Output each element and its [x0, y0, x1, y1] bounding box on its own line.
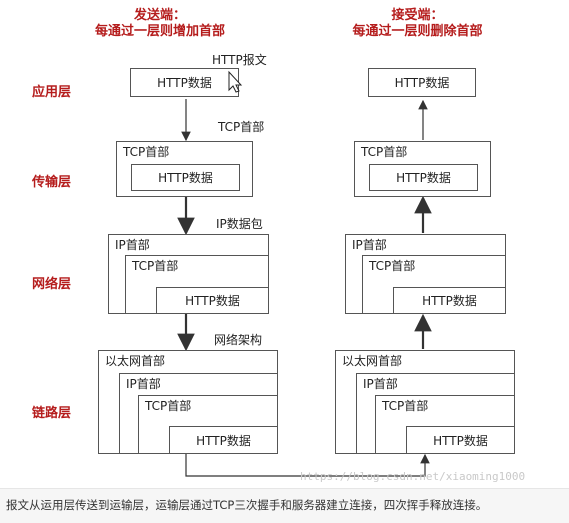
note-frame: 网络架构: [214, 333, 263, 347]
layer-label-network: 网络层: [32, 277, 72, 292]
http-data-label: HTTP数据: [158, 171, 213, 185]
receiver-title: 接受端：: [391, 8, 444, 23]
ip-header-label: IP首部: [115, 238, 150, 252]
sender-link-tcp-block: TCP首部 HTTP数据: [138, 395, 278, 454]
note-ip-packet: IP数据包: [216, 217, 263, 231]
note-tcp-header: TCP首部: [218, 120, 265, 134]
receiver-transport-http-data: HTTP数据: [369, 164, 478, 191]
tcp-header-label: TCP首部: [123, 145, 170, 159]
receiver-link-frame: 以太网首部 IP首部 TCP首部 HTTP数据: [335, 350, 515, 454]
sender-link-http-data: HTTP数据: [169, 426, 278, 454]
sender-subtitle: 每通过一层则增加首部: [95, 24, 226, 39]
receiver-subtitle: 每通过一层则删除首部: [352, 24, 483, 39]
tcp-header-label: TCP首部: [132, 259, 179, 273]
receiver-header: 接受端： 每通过一层则删除首部: [345, 8, 490, 40]
http-data-label: HTTP数据: [422, 294, 477, 308]
http-data-label: HTTP数据: [396, 171, 451, 185]
sender-title: 发送端：: [133, 8, 186, 23]
layer-label-link: 链路层: [32, 406, 72, 421]
http-data-label: HTTP数据: [196, 433, 251, 448]
sender-link-frame: 以太网首部 IP首部 TCP首部 HTTP数据: [98, 350, 278, 454]
http-data-label: HTTP数据: [394, 76, 450, 90]
receiver-link-http-data: HTTP数据: [406, 426, 515, 454]
receiver-network-tcp-block: TCP首部 HTTP数据: [362, 255, 506, 314]
tcp-header-label: TCP首部: [369, 259, 416, 273]
receiver-app-http-data: HTTP数据: [368, 68, 476, 97]
layer-label-transport: 传输层: [32, 175, 72, 190]
http-data-label: HTTP数据: [157, 76, 212, 90]
receiver-link-tcp-block: TCP首部 HTTP数据: [375, 395, 515, 454]
tcp-header-label: TCP首部: [145, 399, 192, 413]
tcp-header-label: TCP首部: [382, 399, 429, 413]
ethernet-header-label: 以太网首部: [342, 354, 403, 368]
sender-link-ip-block: IP首部 TCP首部 HTTP数据: [119, 373, 278, 454]
sender-network-http-data: HTTP数据: [156, 287, 269, 314]
ip-header-label: IP首部: [363, 377, 398, 391]
watermark: https://blog.csdn.net/xiaoming1000: [300, 470, 526, 483]
receiver-network-packet: IP首部 TCP首部 HTTP数据: [345, 234, 506, 314]
sender-transport-segment: TCP首部 HTTP数据: [116, 141, 253, 197]
receiver-network-http-data: HTTP数据: [393, 287, 506, 314]
ethernet-header-label: 以太网首部: [105, 354, 166, 368]
ip-header-label: IP首部: [126, 377, 161, 391]
tcp-header-label: TCP首部: [361, 145, 408, 159]
caption-bar: [0, 488, 569, 523]
receiver-transport-segment: TCP首部 HTTP数据: [354, 141, 491, 197]
http-data-label: HTTP数据: [185, 294, 240, 308]
note-http-message: HTTP报文: [212, 53, 267, 67]
receiver-link-ip-block: IP首部 TCP首部 HTTP数据: [356, 373, 515, 454]
link-to-link-connector: [185, 453, 430, 477]
ip-header-label: IP首部: [352, 238, 387, 252]
sender-transport-http-data: HTTP数据: [131, 164, 240, 191]
caption-text: 报文从运用层传送到运输层，运输层通过TCP三次握手和服务器建立连接，四次挥手释放…: [6, 498, 488, 512]
http-data-label: HTTP数据: [433, 433, 488, 448]
layer-label-application: 应用层: [32, 85, 72, 100]
sender-network-packet: IP首部 TCP首部 HTTP数据: [108, 234, 269, 314]
sender-header: 发送端： 每通过一层则增加首部: [95, 8, 225, 40]
sender-network-tcp-block: TCP首部 HTTP数据: [125, 255, 269, 314]
